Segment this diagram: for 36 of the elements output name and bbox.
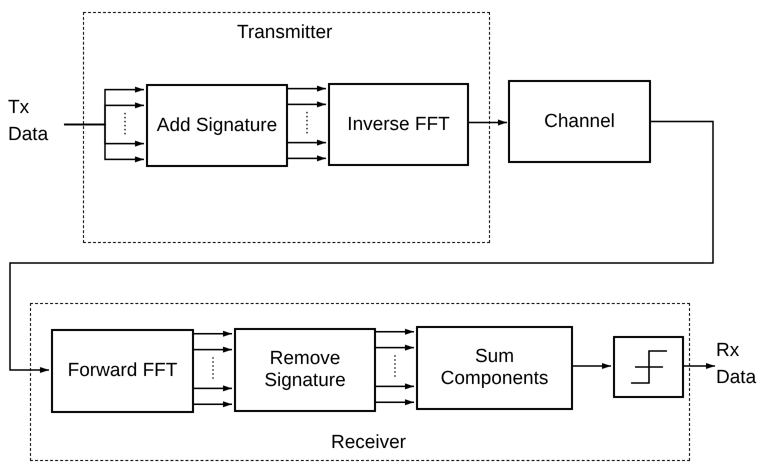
arrow	[287, 101, 326, 108]
signal-label: Rx Data	[716, 333, 774, 397]
threshold-box	[613, 336, 684, 398]
arrow	[287, 155, 326, 162]
block-label: Inverse FFT	[347, 114, 450, 136]
arrow	[572, 363, 611, 369]
group-label: Receiver	[331, 433, 406, 452]
signal-label: Tx Data	[8, 93, 68, 151]
arrow	[287, 86, 326, 92]
arrow	[375, 383, 414, 390]
dashed-group-frame	[30, 303, 690, 461]
process-box	[234, 328, 376, 412]
block-label: Forward FFT	[68, 360, 178, 382]
group-label: Transmitter	[237, 23, 332, 42]
process-box	[146, 84, 288, 167]
arrow	[193, 330, 232, 337]
arrow	[683, 363, 715, 369]
block-label: Sum Components	[440, 346, 550, 390]
arrow	[64, 124, 144, 162]
arrow	[375, 399, 414, 406]
dashed-group-frame	[83, 12, 490, 243]
arrow	[375, 328, 414, 335]
process-box	[51, 329, 194, 413]
block-label: Channel	[544, 110, 615, 132]
arrow	[9, 120, 714, 373]
process-box	[508, 80, 651, 163]
arrow	[375, 344, 414, 351]
process-box	[328, 83, 469, 166]
block-label: Add Signature	[156, 114, 278, 136]
arrow	[193, 401, 232, 408]
arrow	[193, 385, 232, 392]
arrow	[193, 346, 232, 353]
arrow	[468, 120, 507, 126]
block-label: Remove Signature	[263, 348, 347, 392]
process-box	[416, 326, 573, 410]
arrow	[287, 140, 326, 146]
